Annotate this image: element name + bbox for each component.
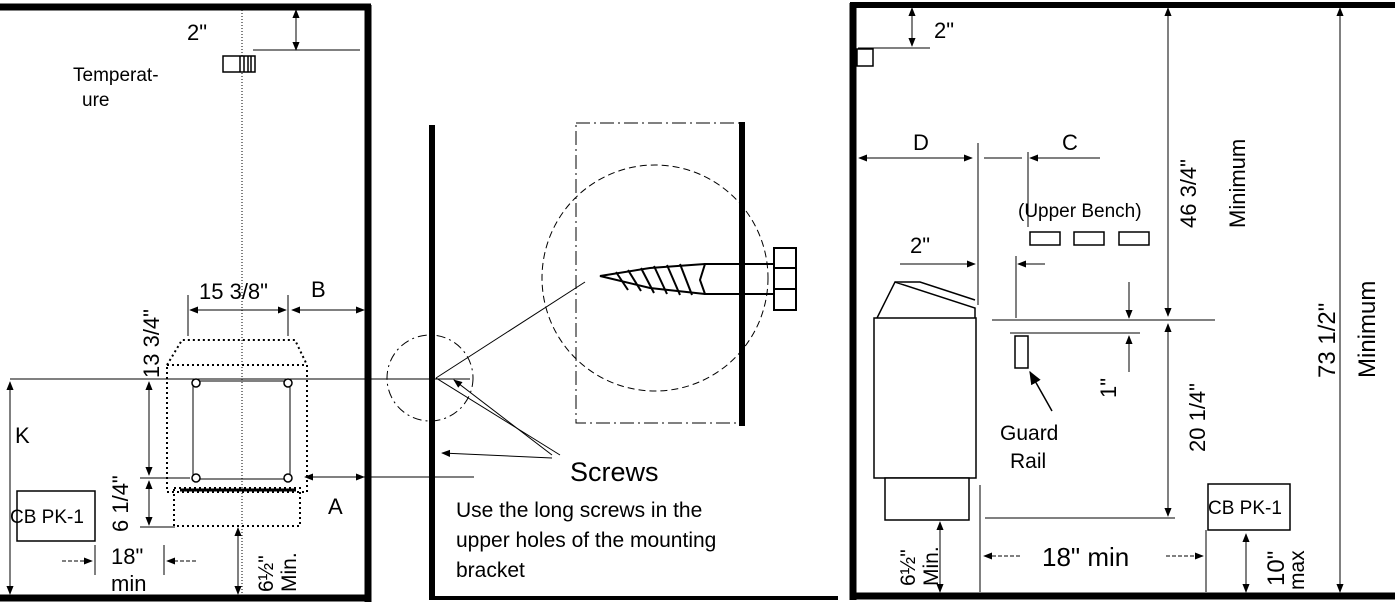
screws-note-3: bracket: [456, 559, 525, 582]
right-panel: 2" D C (Upper Bench) 46 3/4" Minimum 73 …: [849, 2, 1395, 600]
guard-rail-label-1: Guard: [1000, 422, 1058, 445]
right-dim-73-min: Minimum: [1354, 281, 1381, 378]
left-panel: 2" Temperat- ure 15 3/8" B: [0, 3, 474, 602]
heater-unit: [873, 281, 977, 521]
right-control-box: [1207, 483, 1291, 531]
left-dim-height: 13 3/4": [139, 309, 164, 378]
right-dim-46: 46 3/4": [1176, 159, 1201, 228]
right-dim-floor-min: Min.: [920, 546, 943, 586]
right-dim-rail-gap: 1": [1096, 378, 1121, 398]
guard-rail: [1014, 335, 1029, 369]
svg-text:CB PK-1: CB PK-1: [10, 507, 84, 528]
left-dim-clear-1: 18": [111, 544, 143, 569]
heater-bracket-outline: [166, 339, 308, 527]
left-label-a: A: [328, 494, 343, 519]
temperature-label-1: Temperat-: [73, 65, 159, 86]
detail-circle-large: [541, 164, 769, 392]
left-dim-side: 6 1/4": [108, 475, 133, 532]
screws-note-1: Use the long screws in the: [456, 499, 702, 522]
left-dim-floor-min: Min.: [278, 552, 301, 592]
screw-icon: [599, 247, 797, 311]
guard-rail-label-2: Rail: [1010, 450, 1046, 473]
right-dim-46-min: Minimum: [1225, 139, 1250, 228]
right-dim-top: 2": [934, 18, 954, 43]
right-dim-10: 10": [1263, 551, 1290, 586]
screws-title: Screws: [570, 457, 659, 487]
right-temperature-sensor-icon: [856, 48, 874, 67]
right-dim-10-max: max: [1286, 550, 1309, 590]
left-control-box: [16, 490, 96, 542]
mounting-plate: [192, 380, 291, 480]
left-dim-floor: 6½": [255, 555, 278, 592]
right-dim-18: 18" min: [1042, 542, 1129, 572]
svg-text:CB PK-1: CB PK-1: [1208, 498, 1282, 519]
detail-circle-small: [386, 334, 474, 422]
temperature-sensor-icon: [222, 55, 256, 73]
left-dim-top: 2": [187, 20, 207, 45]
right-dim-20: 20 1/4": [1185, 383, 1210, 452]
left-label-b: B: [311, 277, 326, 302]
upper-bench-slats: [1029, 231, 1150, 246]
left-label-k: K: [15, 423, 30, 448]
left-dim-width: 15 3/8": [199, 279, 268, 304]
temperature-label-2: ure: [82, 90, 109, 111]
right-label-c: C: [1062, 130, 1078, 155]
screws-note-2: upper holes of the mounting: [456, 529, 716, 552]
right-dim-gap: 2": [910, 233, 930, 258]
right-dim-73: 73 1/2": [1314, 303, 1341, 378]
upper-bench-label: (Upper Bench): [1018, 201, 1142, 222]
detail-frame: [575, 122, 744, 424]
right-dim-floor: 6½": [897, 549, 920, 586]
right-label-d: D: [913, 130, 929, 155]
middle-panel: Screws Use the long screws in the upper …: [386, 122, 838, 600]
left-dim-clear-2: min: [111, 571, 146, 596]
